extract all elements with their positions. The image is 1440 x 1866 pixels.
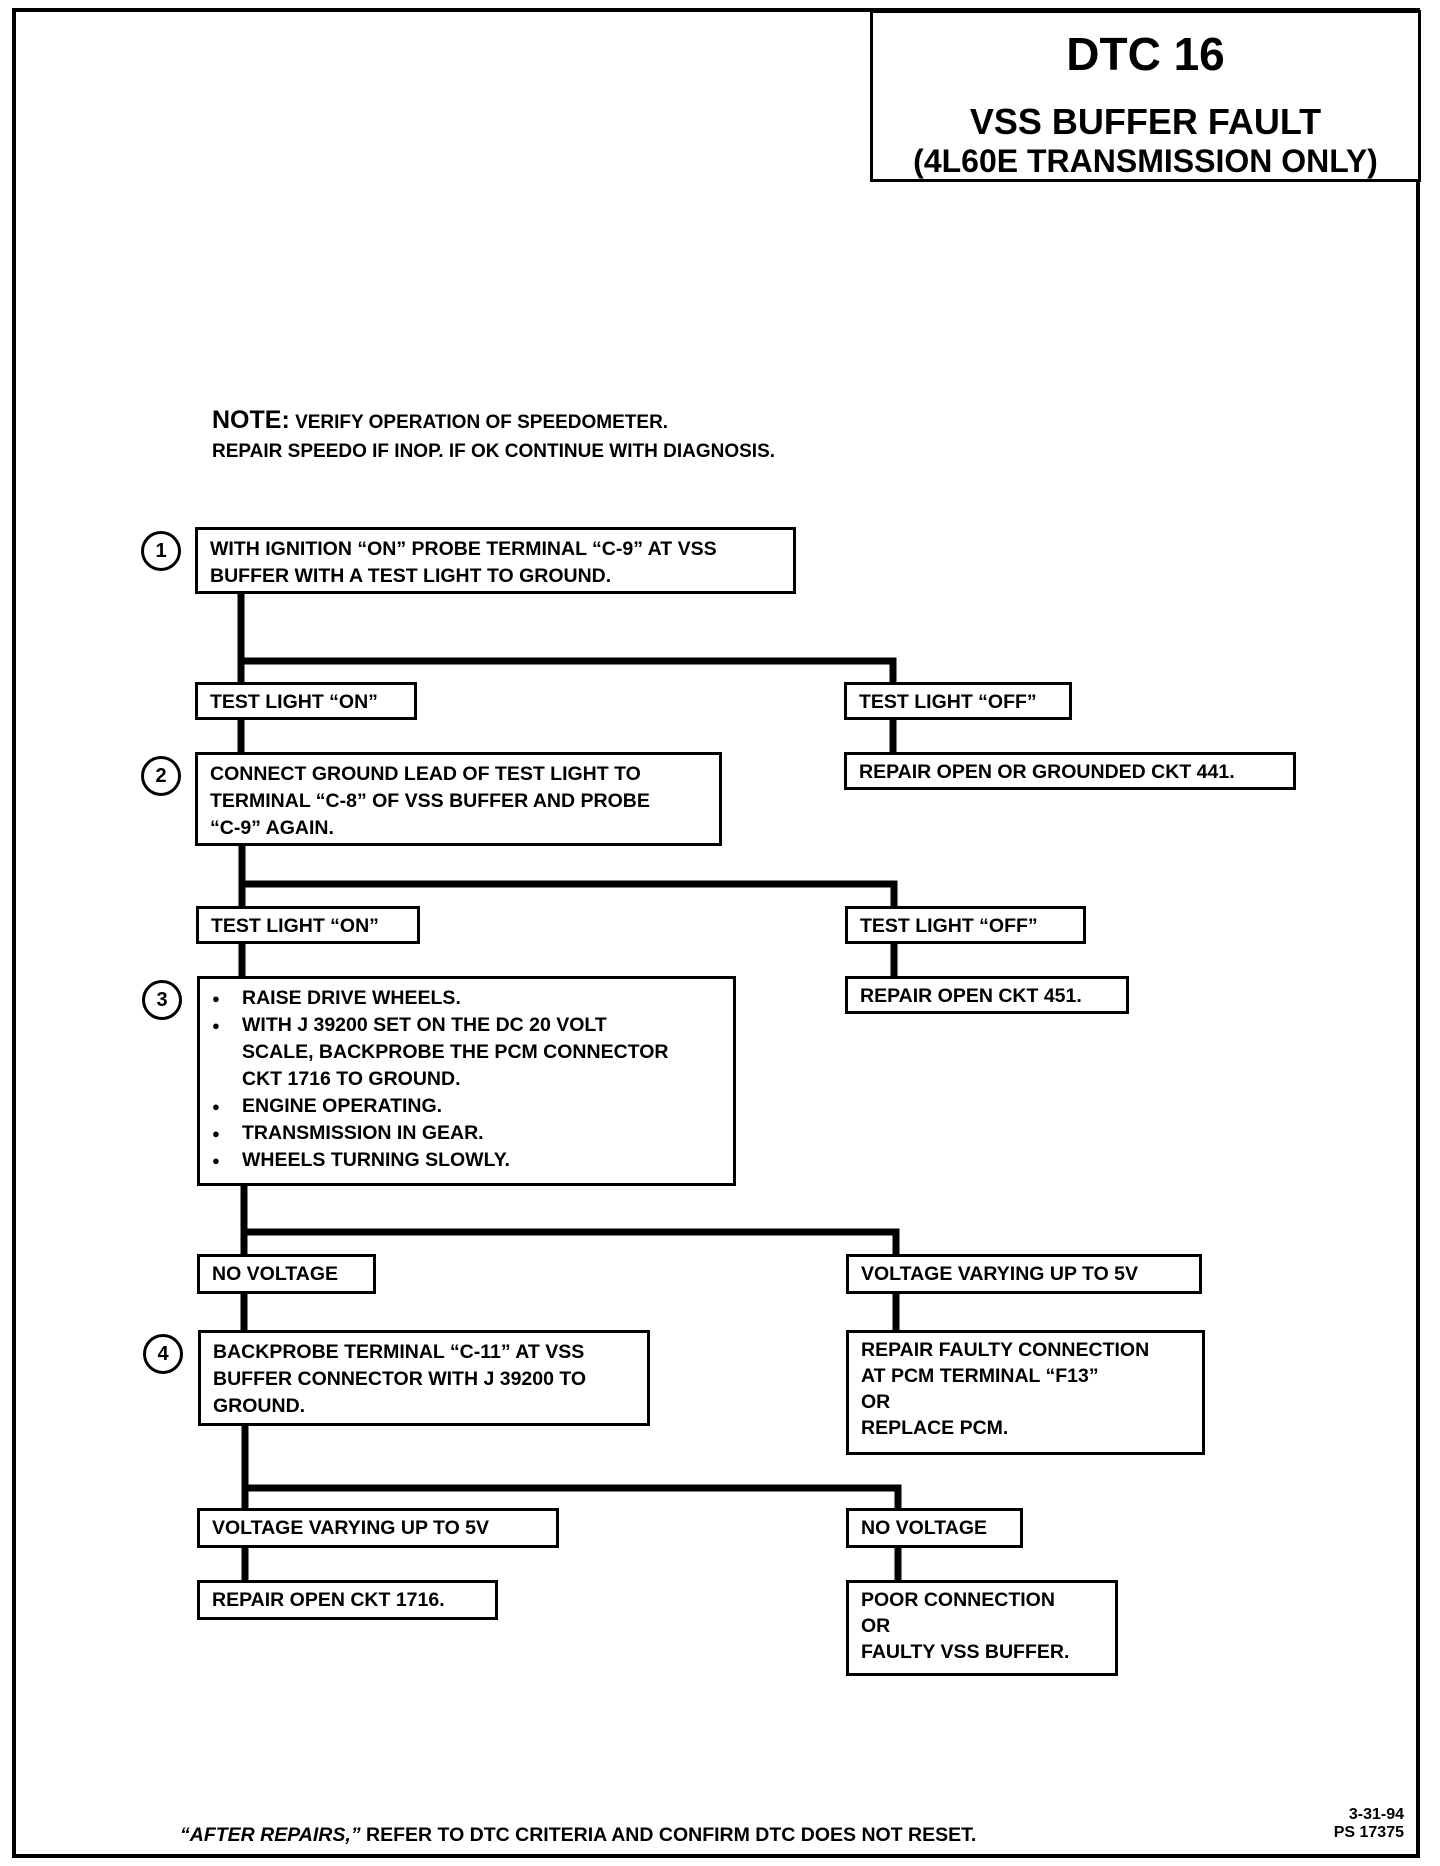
step-1-line: WITH IGNITION “ON” PROBE TERMINAL “C-9” … [210, 538, 717, 560]
step-1-badge: 1 [141, 531, 181, 571]
step-3-bullet-text: WITH J 39200 SET ON THE DC 20 VOLT [242, 1014, 607, 1036]
note-label: NOTE: [212, 406, 290, 434]
step-1-left-branch: TEST LIGHT “ON” [195, 682, 417, 720]
step-1-box: WITH IGNITION “ON” PROBE TERMINAL “C-9” … [195, 527, 796, 594]
step-3-bullet: RAISE DRIVE WHEELS. [208, 985, 725, 1012]
step-4-box: BACKPROBE TERMINAL “C-11” AT VSS BUFFER … [198, 1330, 650, 1426]
result-line: REPLACE PCM. [861, 1417, 1009, 1439]
step-3-badge: 3 [142, 980, 182, 1020]
result-line: OR [861, 1615, 891, 1637]
result-line: REPAIR FAULTY CONNECTION [861, 1339, 1150, 1361]
step-3-bullet-cont: CKT 1716 TO GROUND. [242, 1068, 461, 1090]
step-1-right-result: REPAIR OPEN OR GROUNDED CKT 441. [844, 752, 1296, 790]
document-reference: 3-31-94 PS 17375 [1300, 1806, 1404, 1842]
step-3-bullet: WHEELS TURNING SLOWLY. [208, 1147, 725, 1174]
step-3-right-branch: VOLTAGE VARYING UP TO 5V [846, 1254, 1202, 1294]
result-line: AT PCM TERMINAL “F13” [861, 1365, 1099, 1387]
step-2-right-branch: TEST LIGHT “OFF” [845, 906, 1086, 944]
doc-ref: PS 17375 [1333, 1824, 1404, 1841]
step-4-right-branch: NO VOLTAGE [846, 1508, 1023, 1548]
dtc-code: DTC 16 [1066, 28, 1225, 80]
step-3-box: RAISE DRIVE WHEELS. WITH J 39200 SET ON … [197, 976, 736, 1186]
step-1-line: BUFFER WITH A TEST LIGHT TO GROUND. [210, 565, 612, 587]
doc-date: 3-31-94 [1348, 1806, 1404, 1823]
note-line-2: REPAIR SPEEDO IF INOP. IF OK CONTINUE WI… [212, 441, 776, 462]
step-4-left-result: REPAIR OPEN CKT 1716. [197, 1580, 498, 1620]
step-3-left-branch: NO VOLTAGE [197, 1254, 376, 1294]
title-box: DTC 16 VSS BUFFER FAULT (4L60E TRANSMISS… [870, 10, 1421, 182]
step-3-bullet: ENGINE OPERATING. [208, 1093, 725, 1120]
step-2-box: CONNECT GROUND LEAD OF TEST LIGHT TO TER… [195, 752, 722, 846]
diagnosis-note: NOTE: VERIFY OPERATION OF SPEEDOMETER. R… [212, 406, 775, 466]
step-3-bullet-cont: SCALE, BACKPROBE THE PCM CONNECTOR [242, 1041, 669, 1063]
step-2-line: CONNECT GROUND LEAD OF TEST LIGHT TO [210, 763, 641, 785]
step-4-badge: 4 [143, 1334, 183, 1374]
after-repairs-label: “AFTER REPAIRS,” [180, 1824, 361, 1846]
note-line-1: VERIFY OPERATION OF SPEEDOMETER. [295, 412, 669, 433]
step-3-bullet: TRANSMISSION IN GEAR. [208, 1120, 725, 1147]
step-4-line: BACKPROBE TERMINAL “C-11” AT VSS [213, 1341, 585, 1363]
step-2-right-result: REPAIR OPEN CKT 451. [845, 976, 1129, 1014]
fault-qualifier: (4L60E TRANSMISSION ONLY) [913, 143, 1378, 179]
after-repairs-text: REFER TO DTC CRITERIA AND CONFIRM DTC DO… [366, 1824, 977, 1846]
step-2-line: TERMINAL “C-8” OF VSS BUFFER AND PROBE [210, 790, 650, 812]
step-4-left-branch: VOLTAGE VARYING UP TO 5V [197, 1508, 559, 1548]
result-line: POOR CONNECTION [861, 1589, 1055, 1611]
step-4-right-result: POOR CONNECTION OR FAULTY VSS BUFFER. [846, 1580, 1118, 1676]
step-2-left-branch: TEST LIGHT “ON” [196, 906, 420, 944]
fault-name: VSS BUFFER FAULT [969, 101, 1322, 142]
result-line: FAULTY VSS BUFFER. [861, 1641, 1070, 1663]
after-repairs-footer: “AFTER REPAIRS,” REFER TO DTC CRITERIA A… [180, 1824, 976, 1847]
step-4-line: GROUND. [213, 1395, 306, 1417]
step-1-right-branch: TEST LIGHT “OFF” [844, 682, 1072, 720]
step-4-line: BUFFER CONNECTOR WITH J 39200 TO [213, 1368, 587, 1390]
step-3-right-result: REPAIR FAULTY CONNECTION AT PCM TERMINAL… [846, 1330, 1205, 1455]
step-2-line: “C-9” AGAIN. [210, 817, 334, 839]
step-2-badge: 2 [141, 756, 181, 796]
page-border [12, 8, 1420, 1858]
step-3-bullet: WITH J 39200 SET ON THE DC 20 VOLT SCALE… [208, 1012, 725, 1093]
step-3-bullet-list: RAISE DRIVE WHEELS. WITH J 39200 SET ON … [208, 985, 725, 1174]
result-line: OR [861, 1391, 891, 1413]
